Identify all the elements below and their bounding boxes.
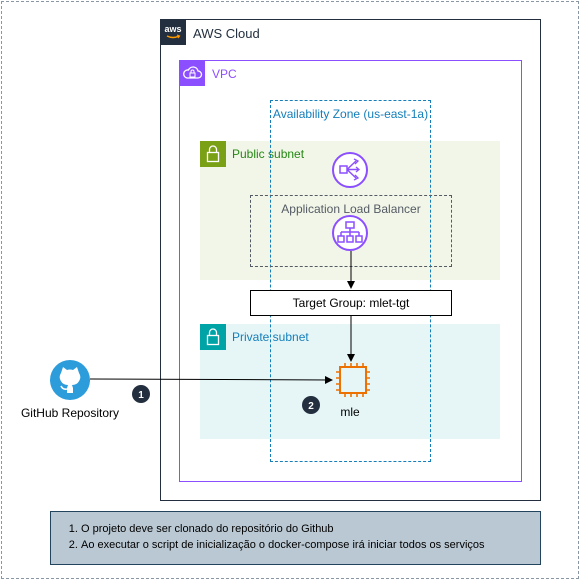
load-balancer-title: Application Load Balancer <box>281 202 421 216</box>
elb-icon <box>332 152 368 188</box>
alb-hierarchy-icon <box>332 215 368 251</box>
ec2-instance-icon <box>336 363 370 397</box>
public-subnet-title: Public subnet <box>232 147 305 161</box>
aws-cloud-title: AWS Cloud <box>193 26 260 41</box>
github-icon <box>50 360 90 400</box>
private-subnet-lock-icon <box>200 324 226 350</box>
note-item: O projeto deve ser clonado do repositóri… <box>81 521 540 537</box>
svg-text:2: 2 <box>308 401 314 412</box>
vpc-title: VPC <box>212 67 237 81</box>
instance-label: mle <box>340 405 360 419</box>
svg-text:aws: aws <box>164 24 181 34</box>
notes-list: O projeto deve ser clonado do repositóri… <box>51 512 540 553</box>
target-group-box: Target Group: mlet-tgt <box>250 290 452 316</box>
svg-text:1: 1 <box>138 390 144 401</box>
notes-box: O projeto deve ser clonado do repositóri… <box>50 511 541 565</box>
github-to-instance-arrow <box>89 375 333 384</box>
step-badge-1: 1 <box>132 385 150 403</box>
vpc-group <box>179 60 522 482</box>
public-subnet-lock-icon <box>200 141 226 167</box>
github-label: GitHub Repository <box>20 406 120 420</box>
availability-zone-title: Availability Zone (us-east-1a) <box>272 107 429 121</box>
aws-cloud-group <box>160 19 541 501</box>
note-item: Ao executar o script de inicialização o … <box>81 537 540 553</box>
aws-logo-icon: aws <box>160 19 186 45</box>
availability-zone-group <box>270 100 431 462</box>
private-subnet-group <box>200 324 500 439</box>
step-badge-2: 2 <box>302 396 320 414</box>
vpc-cloud-icon <box>179 60 205 86</box>
